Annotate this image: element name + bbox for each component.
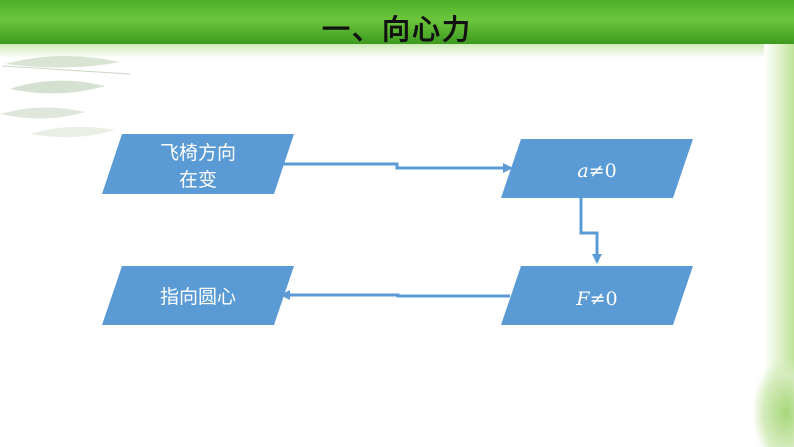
node-formula: F≠0 [575,288,617,310]
node-line-2: 在变 [179,169,217,191]
header-band [0,0,794,44]
node-shape [501,139,693,198]
var-a: a [577,160,588,182]
node-formula: a≠0 [577,160,616,182]
slide-title: 一、向心力 [321,13,472,46]
node-text: 在变 [179,169,217,191]
node-text: 飞椅方向 [160,142,236,164]
node-text: 指向圆心 [160,286,236,308]
edge-n3-n4 [280,290,510,300]
right-decor-accent [754,360,794,447]
edge-n1-n2 [279,162,513,173]
node-shape [102,134,294,194]
header-fade [0,44,794,58]
edge-n2-n3 [579,198,602,264]
node-line-1: 飞椅方向 [160,142,236,164]
node-acceleration: a≠0 [501,139,693,198]
node-shape [102,266,294,325]
node-force: F≠0 [501,266,693,325]
node-line-1: 指向圆心 [160,286,236,308]
node-direction-changing: 飞椅方向 在变 [102,134,294,194]
rel-not-zero: ≠0 [590,288,618,310]
node-toward-center: 指向圆心 [102,266,294,325]
var-f: F [575,288,590,310]
node-shape [501,266,693,325]
bamboo-leaf-decoration [0,55,131,138]
rel-not-zero: ≠0 [589,160,617,182]
